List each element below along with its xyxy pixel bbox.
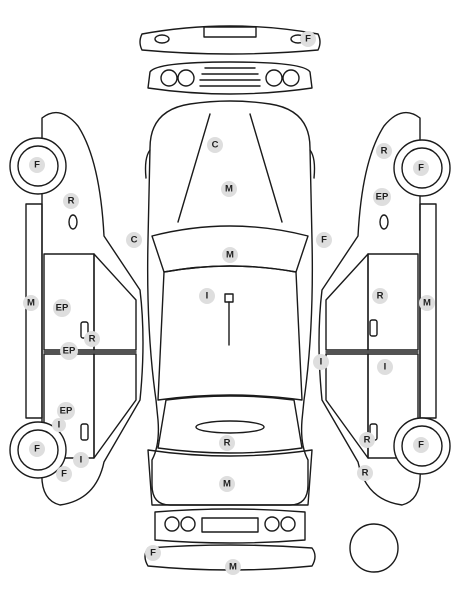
svg-text:C: C — [131, 235, 138, 246]
svg-text:M: M — [223, 479, 231, 490]
marker-left-front-door-r[interactable]: R — [84, 331, 100, 347]
marker-right-front-door-r[interactable]: R — [372, 288, 388, 304]
marker-left-quarter-i[interactable]: I — [73, 452, 89, 468]
svg-text:F: F — [34, 160, 40, 171]
svg-text:M: M — [423, 298, 431, 309]
car-body-top — [144, 100, 316, 506]
svg-text:F: F — [150, 548, 156, 559]
marker-right-rear-door-r[interactable]: R — [359, 432, 375, 448]
svg-text:R: R — [377, 291, 384, 302]
marker-left-front-wheel-f[interactable]: F — [29, 157, 45, 173]
svg-text:F: F — [61, 469, 67, 480]
marker-right-rear-door-i[interactable]: I — [377, 359, 393, 375]
svg-text:R: R — [68, 196, 75, 207]
front-bumper[interactable] — [139, 25, 321, 55]
marker-left-rear-door-i[interactable]: I — [52, 418, 66, 432]
svg-text:EP: EP — [376, 192, 389, 203]
svg-text:M: M — [225, 184, 233, 195]
svg-text:R: R — [362, 468, 369, 479]
svg-text:F: F — [34, 444, 40, 455]
marker-right-side-m[interactable]: M — [419, 295, 435, 311]
marker-left-rear-door-ep[interactable]: EP — [57, 402, 75, 420]
marker-roof-i[interactable]: I — [199, 288, 215, 304]
svg-text:M: M — [229, 562, 237, 573]
marker-right-mirror-f[interactable]: F — [316, 232, 332, 248]
rear-bumper[interactable] — [144, 544, 316, 571]
marker-right-front-wheel-f[interactable]: F — [413, 160, 429, 176]
marker-left-side-m[interactable]: M — [23, 295, 39, 311]
svg-text:I: I — [80, 455, 83, 466]
marker-rear-bumper-f[interactable]: F — [145, 545, 161, 561]
svg-text:M: M — [226, 250, 234, 261]
marker-hood-c[interactable]: C — [207, 137, 223, 153]
front-grille[interactable] — [147, 61, 313, 95]
svg-text:I: I — [206, 291, 209, 302]
svg-text:F: F — [321, 235, 327, 246]
marker-right-rear-wheel-f[interactable]: F — [413, 437, 429, 453]
svg-text:R: R — [224, 438, 231, 449]
marker-rear-bumper-m[interactable]: M — [225, 559, 241, 575]
svg-text:F: F — [418, 163, 424, 174]
svg-text:R: R — [381, 146, 388, 157]
svg-text:I: I — [384, 362, 387, 373]
rear-lights[interactable] — [154, 508, 306, 544]
marker-left-rear-wheel-f[interactable]: F — [29, 441, 45, 457]
svg-text:C: C — [212, 140, 219, 151]
marker-left-pillar-ep[interactable]: EP — [60, 342, 78, 360]
svg-text:F: F — [305, 34, 311, 45]
spare-wheel[interactable] — [349, 523, 399, 573]
svg-text:EP: EP — [63, 346, 76, 357]
svg-text:M: M — [27, 298, 35, 309]
trunk[interactable] — [147, 449, 313, 506]
marker-right-pillar-i[interactable]: I — [313, 354, 329, 370]
svg-text:I: I — [320, 357, 323, 368]
svg-text:I: I — [58, 420, 61, 431]
marker-trunk-glass-r[interactable]: R — [219, 435, 235, 451]
marker-top-bumper-f[interactable]: F — [300, 31, 316, 47]
marker-trunk-m[interactable]: M — [219, 476, 235, 492]
marker-right-quarter-r[interactable]: R — [357, 465, 373, 481]
marker-right-fender-ep[interactable]: EP — [373, 188, 391, 206]
marker-windshield-m[interactable]: M — [222, 247, 238, 263]
marker-left-quarter-f[interactable]: F — [56, 466, 72, 482]
marker-hood-m[interactable]: M — [221, 181, 237, 197]
marker-left-mirror-c[interactable]: C — [126, 232, 142, 248]
marker-left-fender-r[interactable]: R — [63, 193, 79, 209]
svg-text:F: F — [418, 440, 424, 451]
svg-text:EP: EP — [56, 303, 69, 314]
rear-glass[interactable] — [157, 395, 303, 454]
marker-right-fender-r[interactable]: R — [376, 143, 392, 159]
right-side-view — [318, 111, 437, 506]
svg-text:EP: EP — [60, 406, 73, 417]
marker-left-front-door-ep[interactable]: EP — [53, 299, 71, 317]
svg-text:R: R — [364, 435, 371, 446]
roof[interactable] — [157, 265, 303, 401]
svg-text:R: R — [89, 334, 96, 345]
